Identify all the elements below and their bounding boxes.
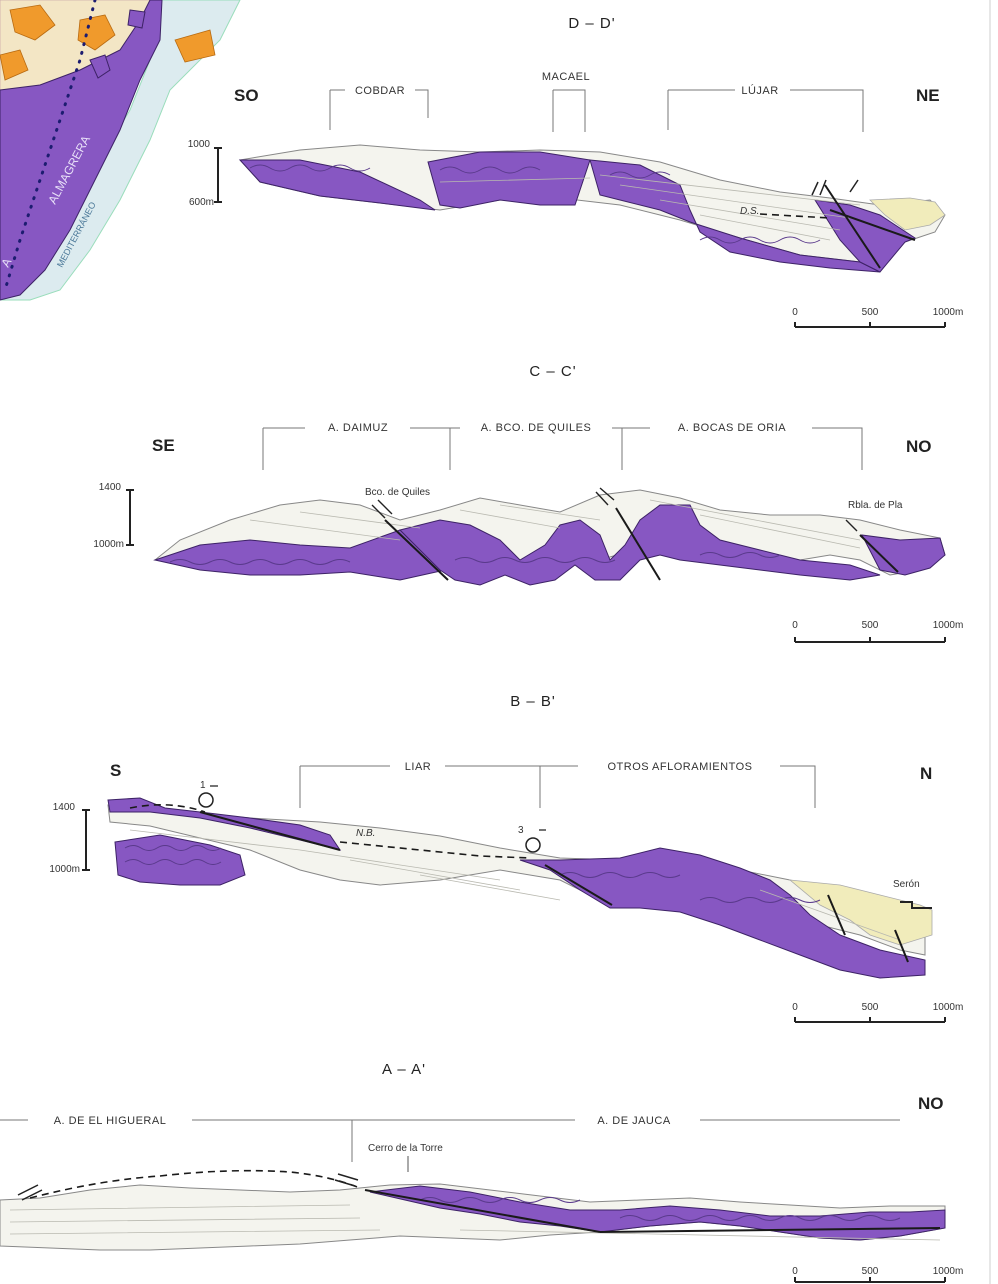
scale-label: 0 [792,620,798,631]
scale-label: 0 [792,1002,798,1013]
area-label: LÚJAR [741,84,778,97]
orientation-right: NO [918,1094,944,1113]
area-label: A. BCO. DE QUILES [481,422,592,434]
section-title: D – D' [568,15,615,32]
orientation-left: SO [234,86,259,105]
scale-label: 500 [862,1266,879,1277]
locality-circle [526,838,540,852]
scale-bar: 0 500 1000m [792,307,963,327]
area-label: A. BOCAS DE ORIA [678,422,786,434]
section-title: A – A' [382,1061,426,1078]
fault-label: N.B. [356,828,375,839]
scale-label: 500 [862,1002,879,1013]
locality-number: 1 [200,780,206,791]
locality-circle [199,793,213,807]
scale-label: 1000m [933,307,964,318]
scale-label: 500 [862,620,879,631]
elevation-bar [82,810,90,870]
fault-markers [812,180,858,195]
area-bracket [450,428,622,470]
orientation-right: N [920,764,932,783]
place-label: Serón [893,879,920,890]
orientation-left: SE [152,436,175,455]
elevation-bar [214,148,222,202]
scale-bar: 0 500 1000m [792,1002,963,1022]
section-title: B – B' [510,693,556,710]
area-label: LIAR [405,761,431,773]
area-label: A. DE EL HIGUERAL [54,1115,167,1127]
scale-label: 500 [862,307,879,318]
scale-label: 1000m [933,1266,964,1277]
scale-bar: 0 500 1000m [792,620,963,642]
scale-label: 1000m [933,1002,964,1013]
area-label: A. DE JAUCA [597,1115,671,1127]
fault-label: D.S. [740,206,759,217]
elevation-bottom: 600m [189,197,214,208]
map-fragment: ALMAGRERA MEDITERRÁNEO A [0,0,240,300]
area-bracket [553,90,585,132]
section-cc: C – C' SE NO A. DAIMUZ A. BCO. DE QUILES… [93,363,963,642]
scale-bar: 0 500 1000m [792,1266,963,1282]
orientation-right: NE [916,86,940,105]
area-bracket [263,428,450,470]
elevation-top: 1400 [53,802,76,813]
elevation-bar [126,490,134,545]
scale-label: 0 [792,307,798,318]
area-label: A. DAIMUZ [328,422,388,434]
section-bb: B – B' S N LIAR OTROS AFLORAMIENTOS 1400… [49,693,963,1022]
section-aa: A – A' NO A. DE EL HIGUERAL A. DE JAUCA … [0,1061,963,1282]
elevation-top: 1400 [99,482,122,493]
area-label: MACAEL [542,71,590,83]
elevation-top: 1000 [188,139,211,150]
scale-label: 0 [792,1266,798,1277]
section-dd: D – D' SO NE COBDAR MACAEL LÚJAR 1000 60… [188,15,964,327]
area-label: COBDAR [355,85,405,97]
unit-metamorphic [862,535,945,575]
place-label: Bco. de Quiles [365,487,430,498]
place-label: Rbla. de Pla [848,500,903,511]
section-title: C – C' [529,363,576,380]
place-label: Cerro de la Torre [368,1143,443,1154]
area-label: OTROS AFLORAMIENTOS [608,761,753,773]
orientation-left: S [110,761,121,780]
elevation-bottom: 1000m [93,539,124,550]
scale-label: 1000m [933,620,964,631]
area-bracket [622,428,862,470]
elevation-bottom: 1000m [49,864,80,875]
locality-number: 3 [518,825,524,836]
orientation-right: NO [906,437,932,456]
